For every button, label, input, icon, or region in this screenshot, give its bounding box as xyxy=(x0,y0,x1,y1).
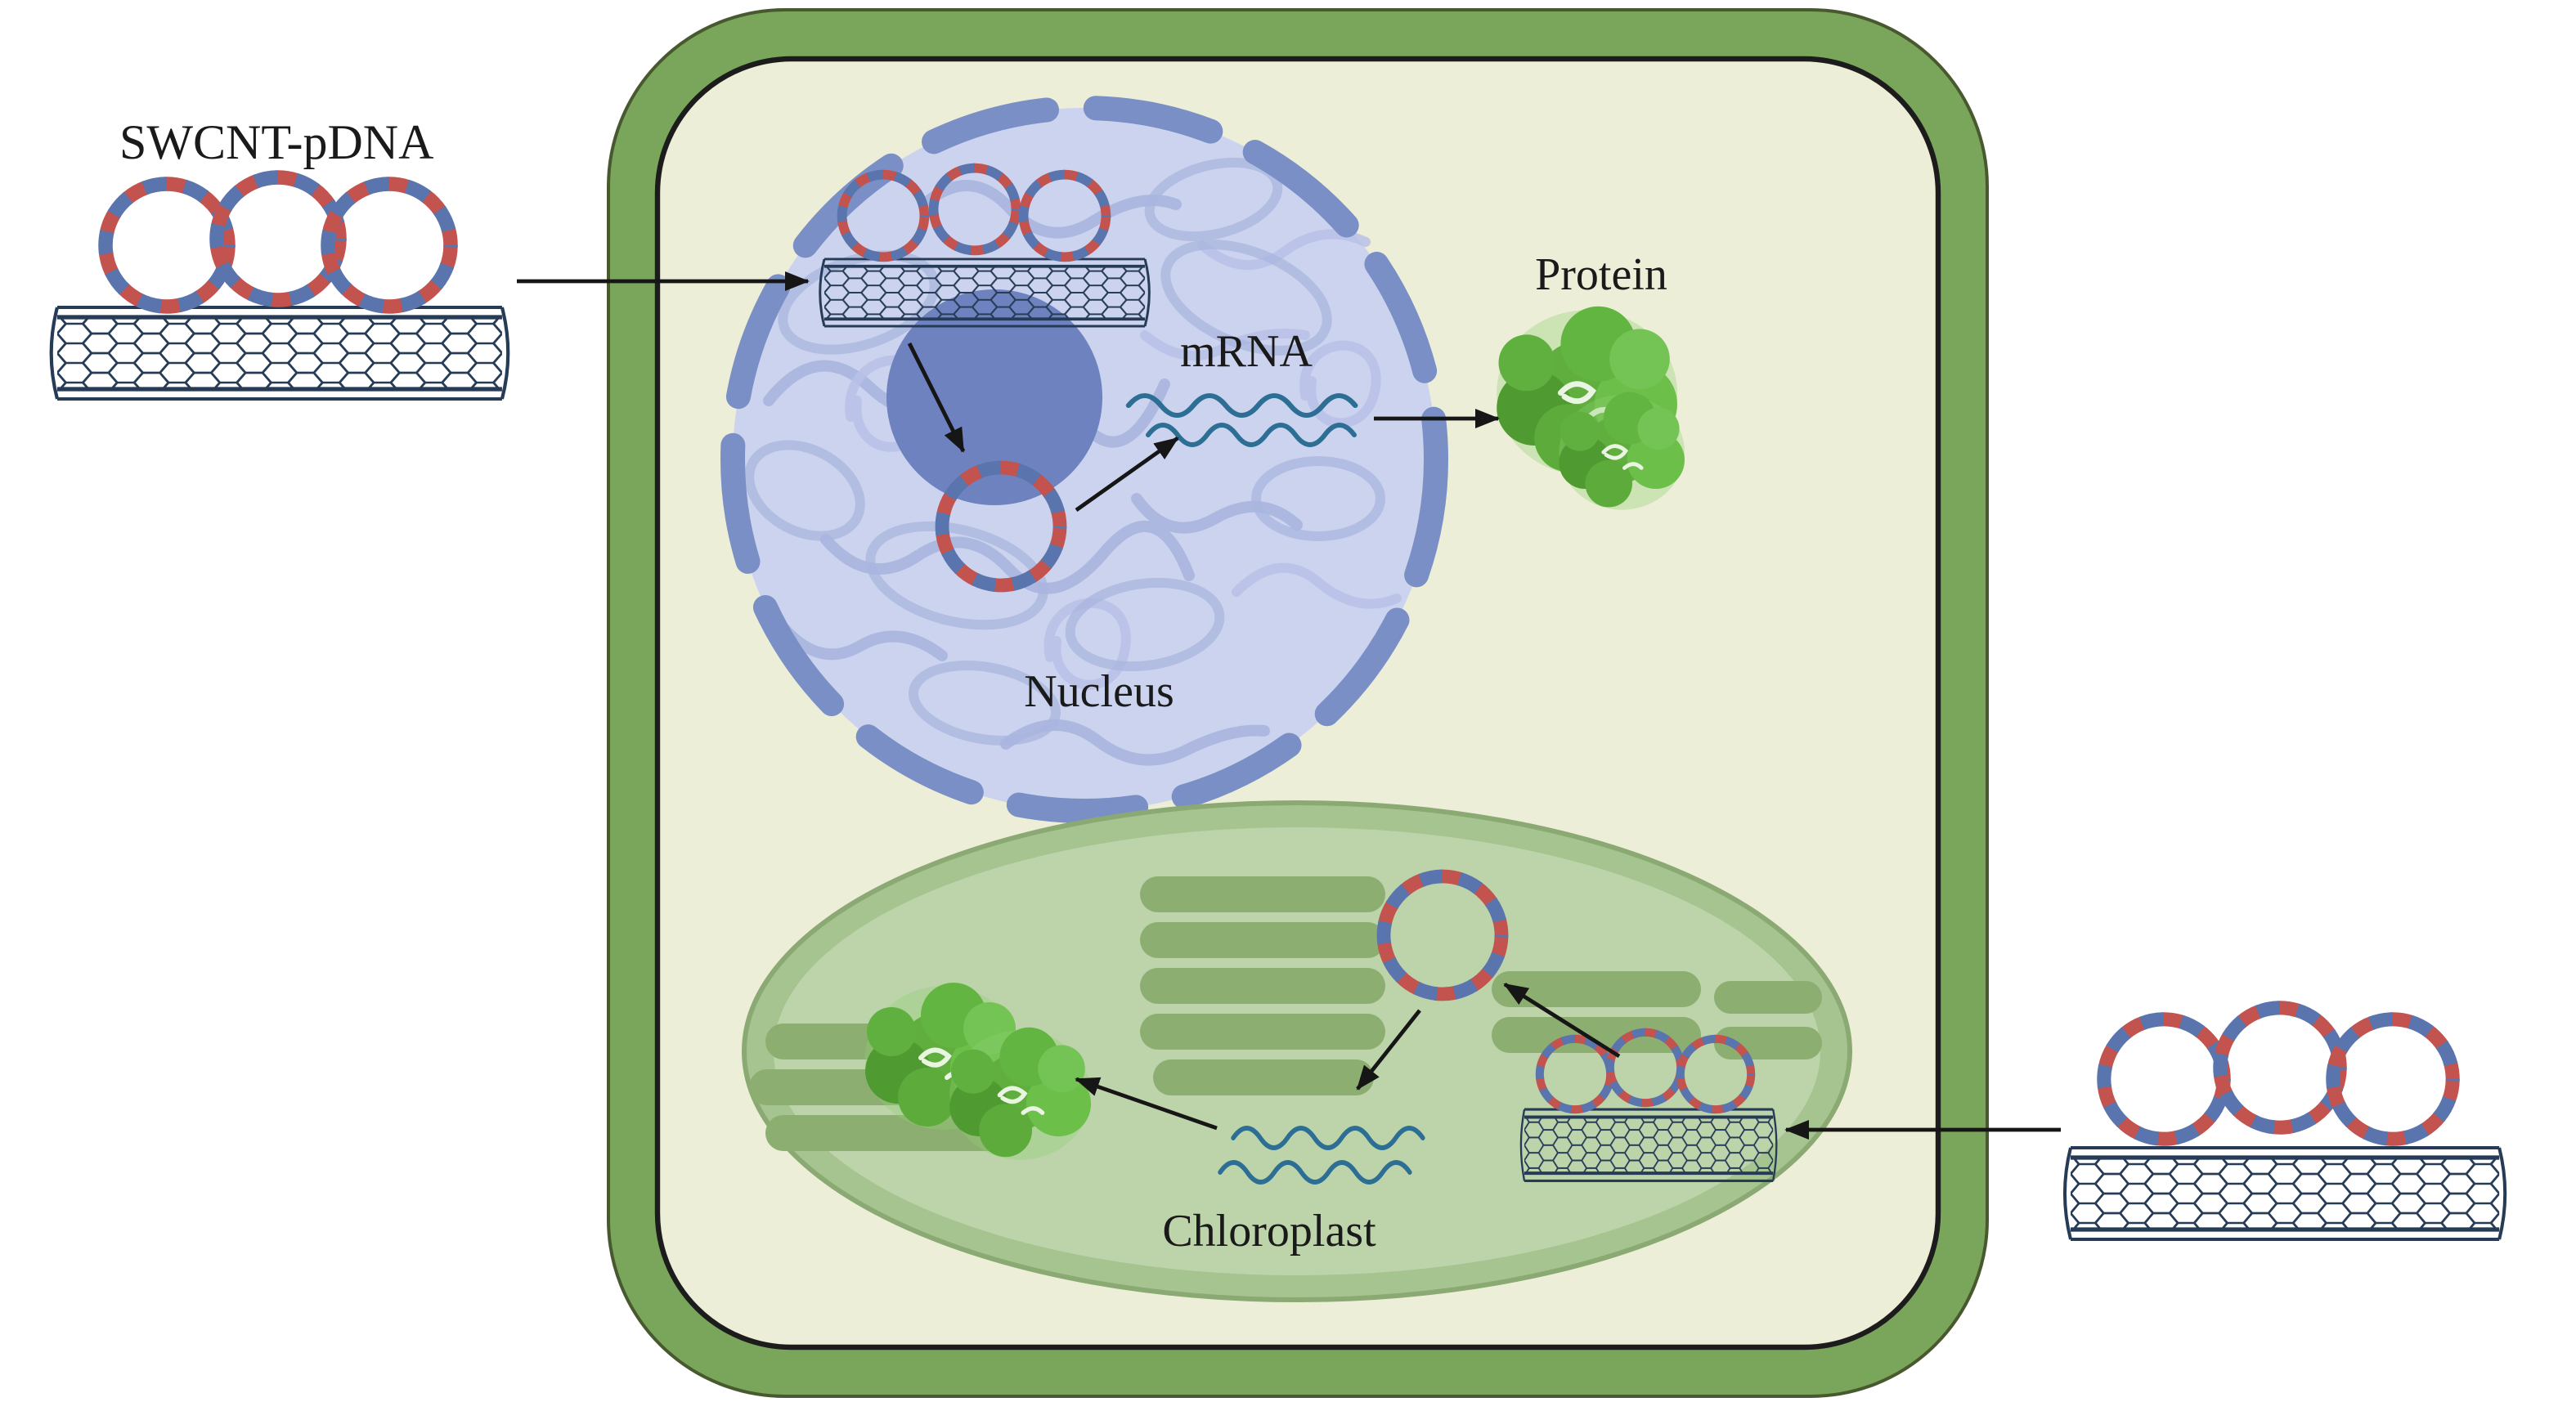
mrna-label: mRNA xyxy=(1180,326,1313,377)
process-arrows xyxy=(517,271,2061,1140)
arrow-tube-to-plasmid xyxy=(907,342,966,453)
thylakoid xyxy=(1714,981,1822,1014)
arrow-tube-to-plasmid-chl xyxy=(1503,982,1621,1059)
thylakoid xyxy=(1492,1017,1701,1053)
thylakoid xyxy=(1140,922,1385,958)
nanotube xyxy=(52,307,509,399)
chromatin-loop xyxy=(909,661,1061,746)
arrow-mrna-to-protein-chl xyxy=(1075,1077,1218,1131)
swcnt-pdna-label: SWCNT-pDNA xyxy=(119,115,433,169)
protein-label: Protein xyxy=(1535,249,1667,300)
nanotube xyxy=(2065,1148,2505,1239)
chromatin-loop xyxy=(1144,157,1283,242)
chromatin-loop xyxy=(744,440,865,541)
nucleolus xyxy=(886,289,1102,505)
protein-output: Protein xyxy=(1497,249,1685,510)
chromatin-loop xyxy=(865,521,1048,630)
plasmid-ring xyxy=(2220,1008,2340,1127)
plasmid-ring xyxy=(105,184,228,307)
thylakoid xyxy=(1140,876,1385,912)
chloroplast-label: Chloroplast xyxy=(1162,1206,1376,1256)
chloroplast: Chloroplast xyxy=(742,800,1852,1302)
swcnt-pdna-complex-right xyxy=(2065,1008,2505,1239)
thylakoid xyxy=(1153,1059,1374,1095)
thylakoid xyxy=(1492,971,1701,1007)
plasmid-ring xyxy=(2333,1019,2453,1139)
thylakoid xyxy=(1140,968,1385,1004)
nanotube xyxy=(1521,1109,1776,1180)
nanotube xyxy=(818,257,1151,328)
nucleus-label: Nucleus xyxy=(1024,666,1174,717)
thylakoid xyxy=(1140,1014,1385,1050)
nuclear-envelope xyxy=(720,96,1448,823)
chromatin-loop xyxy=(1251,456,1385,541)
arrow-plasmid-to-mrna xyxy=(1075,437,1179,512)
chromatin-loop xyxy=(1160,240,1332,356)
nucleus: Nucleus mRNA xyxy=(720,96,1448,823)
plasmid-ring xyxy=(2104,1019,2224,1139)
plasmid-ring xyxy=(217,177,339,300)
chromatin-loop xyxy=(1065,577,1225,672)
swcnt-pdna-complex-left: SWCNT-pDNA xyxy=(52,115,509,399)
plasmid-ring xyxy=(328,184,451,307)
arrow-plasmid-to-mrna-chl xyxy=(1356,1009,1421,1091)
